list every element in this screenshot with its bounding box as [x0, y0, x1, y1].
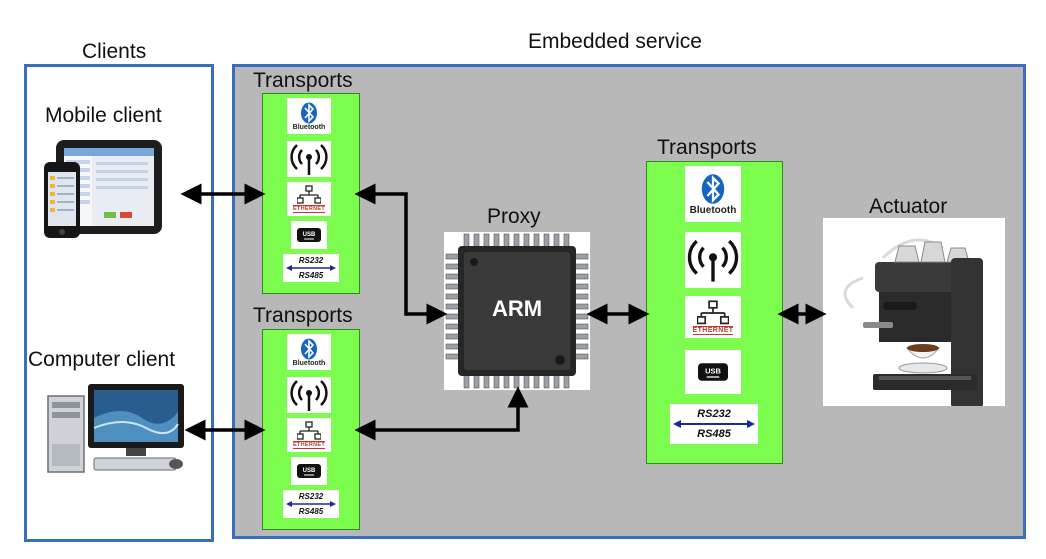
rs485-text: RS485: [298, 271, 324, 280]
ethernet-icon: ETHERNET: [685, 296, 741, 338]
ethernet-icon: ETHERNET: [287, 182, 331, 216]
bluetooth-text: Bluetooth: [292, 123, 326, 131]
ethernet-text: ETHERNET: [692, 325, 734, 335]
ethernet-text: ETHERNET: [292, 441, 326, 449]
ethernet-icon: ETHERNET: [287, 418, 331, 452]
usb-icon: USB: [291, 457, 327, 485]
usb-icon: USB: [291, 221, 327, 249]
bluetooth-text: Bluetooth: [292, 359, 326, 367]
arm-chip-text: ARM: [492, 296, 542, 321]
usb-text: USB: [303, 232, 316, 238]
transports-label-lower-left: Transports: [253, 304, 353, 327]
wireless-icon: [287, 377, 331, 413]
rs232-text: RS232: [298, 492, 324, 501]
rs232-rs485-icon: RS232 RS485: [283, 254, 339, 282]
coffee-machine-icon: [823, 218, 1005, 408]
rs485-text: RS485: [697, 428, 731, 440]
wireless-icon: [287, 141, 331, 177]
computer-client-device-icon: [42, 382, 188, 476]
transports-label-right: Transports: [657, 136, 757, 159]
embedded-service-title: Embedded service: [528, 30, 702, 53]
bluetooth-text: Bluetooth: [689, 204, 737, 216]
rs485-text: RS485: [298, 507, 324, 516]
usb-icon: USB: [685, 350, 741, 394]
arm-chip-icon: ARM: [444, 232, 590, 390]
bluetooth-icon: Bluetooth: [685, 166, 741, 222]
usb-text: USB: [705, 366, 721, 375]
proxy-label: Proxy: [487, 205, 541, 228]
rs232-text: RS232: [697, 408, 731, 420]
computer-client-label: Computer client: [28, 348, 176, 371]
ethernet-text: ETHERNET: [292, 205, 326, 213]
arrow-lower-transports-to-proxy: [354, 386, 529, 441]
clients-title: Clients: [82, 40, 147, 63]
arrow-upper-transports-to-proxy: [354, 183, 448, 325]
rs232-rs485-icon: RS232 RS485: [670, 404, 758, 444]
mobile-client-device-icon: [44, 138, 164, 240]
usb-text: USB: [303, 468, 316, 474]
wireless-icon: [685, 232, 741, 288]
rs232-text: RS232: [298, 256, 324, 265]
bluetooth-icon: Bluetooth: [287, 334, 331, 370]
transports-label-upper-left: Transports: [253, 69, 353, 92]
rs232-rs485-icon: RS232 RS485: [283, 490, 339, 518]
actuator-label: Actuator: [869, 195, 948, 218]
bluetooth-icon: Bluetooth: [287, 98, 331, 134]
mobile-client-label: Mobile client: [45, 104, 162, 127]
